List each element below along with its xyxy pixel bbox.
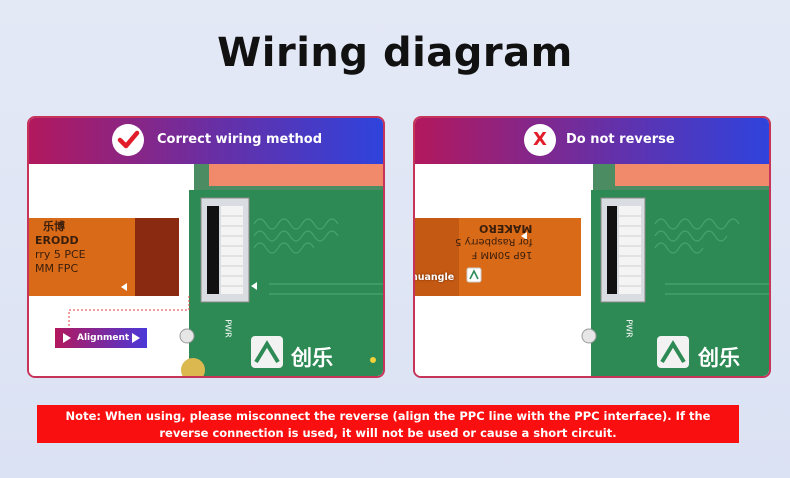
- correct-wiring-header: Correct wiring method: [29, 118, 383, 164]
- correct-wiring-panel: Correct wiring method: [27, 116, 385, 378]
- play-arrow-icon: [132, 333, 140, 343]
- fpc-label: ERODD: [35, 234, 79, 247]
- fpc-label: MM FPC: [35, 262, 79, 275]
- fpc-label: MAKERO: [479, 222, 533, 235]
- fpc-label: for Raspberry 5: [455, 236, 533, 247]
- reverse-wiring-label: Do not reverse: [566, 132, 675, 147]
- pwr-label: PWR: [624, 319, 634, 338]
- warning-note: Note: When using, please misconnect the …: [37, 405, 739, 443]
- board-brand: 创乐: [698, 346, 740, 370]
- fpc-label: 乐博: [43, 220, 65, 233]
- alignment-label: Alignment: [77, 333, 130, 343]
- note-line-2: reverse connection is used, it will not …: [159, 426, 617, 440]
- fpc-label: 16P 50MM F: [471, 249, 533, 260]
- cross-icon: X: [524, 124, 556, 156]
- checkmark-icon: [112, 124, 144, 156]
- alignment-tag: Alignment: [55, 328, 147, 348]
- board-brand: 创乐: [291, 346, 333, 370]
- play-arrow-icon: [63, 333, 71, 343]
- reverse-wiring-photo: [415, 164, 769, 376]
- correct-wiring-label: Correct wiring method: [157, 132, 323, 147]
- watermark-label: Chuangle: [415, 272, 455, 283]
- pwr-label: PWR: [223, 319, 233, 338]
- fpc-label: rry 5 PCE: [35, 248, 86, 261]
- page-title: Wiring diagram: [217, 30, 573, 76]
- note-line-1: Note: When using, please misconnect the …: [65, 409, 711, 423]
- reverse-wiring-header: X Do not reverse: [415, 118, 769, 164]
- reverse-wiring-panel: X Do not reverse: [413, 116, 771, 378]
